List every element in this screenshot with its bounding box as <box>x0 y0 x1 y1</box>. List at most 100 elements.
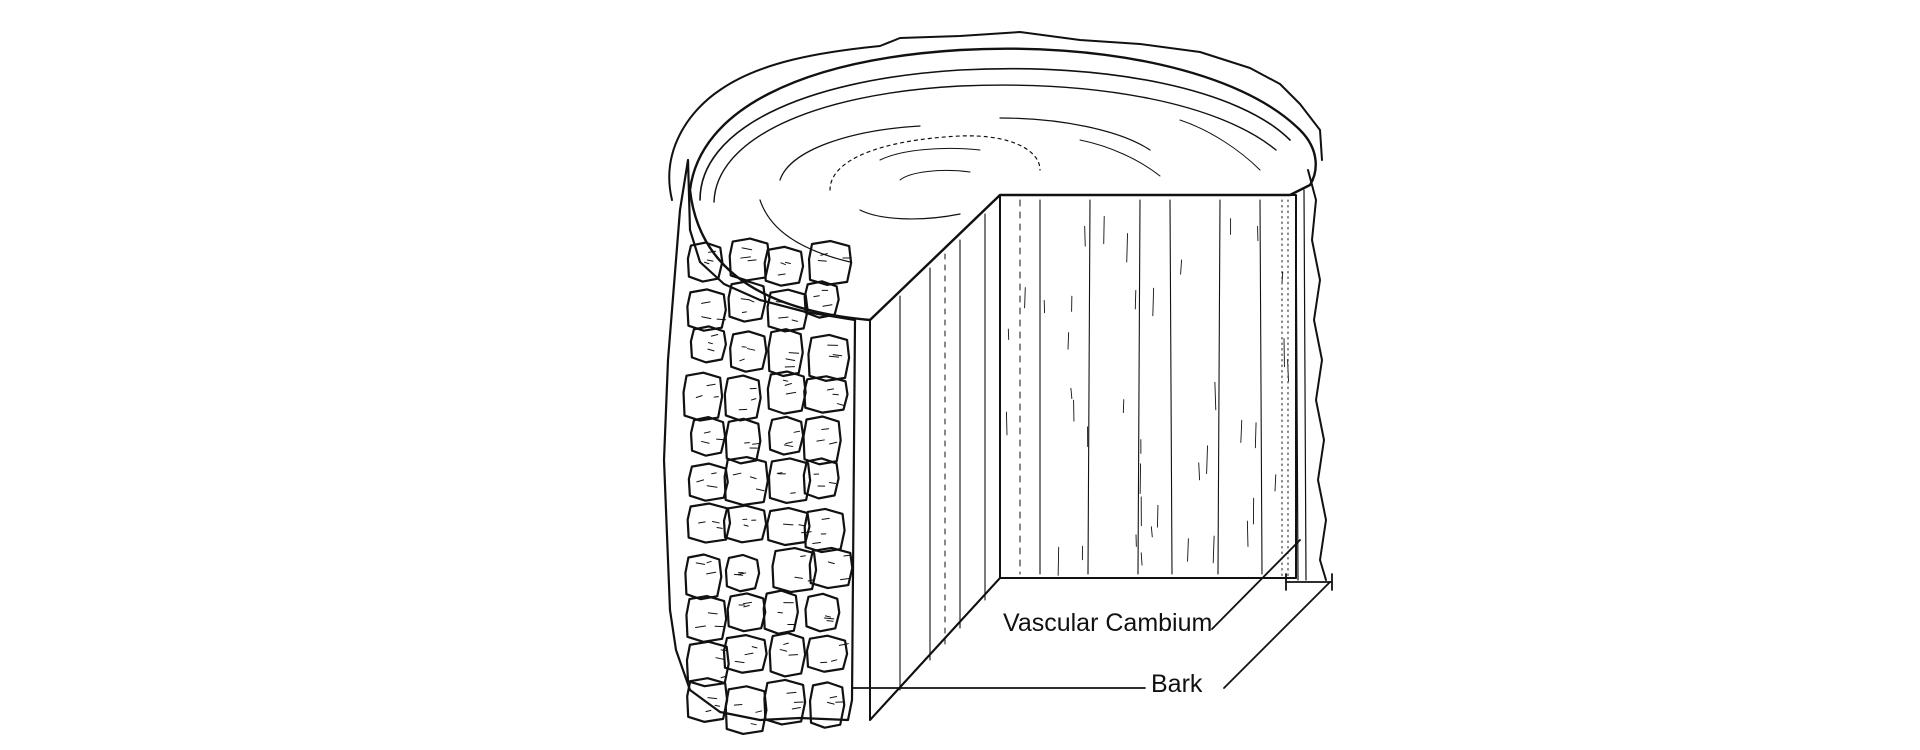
bark-label: Bark <box>1151 670 1203 698</box>
bark-hatch <box>827 561 835 565</box>
bark-hatch <box>711 520 720 524</box>
bark-hatch <box>836 403 845 406</box>
grain-stroke <box>1150 526 1153 538</box>
bark-hatch <box>744 652 754 656</box>
bark-hatch <box>843 554 851 557</box>
bark-hatch <box>791 319 798 322</box>
bark-hatch <box>733 704 743 706</box>
bark-plate <box>726 592 767 633</box>
bark-hatch <box>784 261 791 264</box>
bark-hatch <box>778 316 789 319</box>
bark-plate <box>763 245 805 287</box>
bark-plate-texture <box>682 237 854 736</box>
grain-stroke <box>1187 538 1189 562</box>
grain-stroke <box>1140 552 1143 566</box>
bark-hatch <box>706 560 712 564</box>
bark-hatch <box>785 441 793 445</box>
bark-hatch <box>707 348 715 352</box>
bark-plate <box>807 333 851 382</box>
bark-hatch <box>741 247 753 251</box>
bark-leader-line-diagonal <box>1223 581 1331 689</box>
bark-hatch <box>791 706 801 710</box>
top-cut-face <box>668 31 1323 322</box>
bark-hatch <box>703 261 710 265</box>
bark-hatch <box>823 617 835 620</box>
bark-hatch <box>705 709 712 713</box>
bark-hatch <box>788 352 800 354</box>
bark-hatch <box>734 660 745 664</box>
bark-plate <box>808 546 854 590</box>
bark-hatch <box>706 259 714 262</box>
bark-hatch <box>783 642 789 645</box>
bark-plate <box>763 678 807 726</box>
bark-hatch <box>816 439 825 442</box>
bark-hatch <box>701 316 712 320</box>
bark-hatch <box>779 649 788 652</box>
grain-stroke <box>1281 271 1284 283</box>
bark-exterior <box>662 158 857 736</box>
bark-plate <box>805 634 849 673</box>
grain-stroke <box>1246 520 1249 547</box>
bark-hatch <box>749 476 757 480</box>
wood-grain-texture <box>1006 215 1289 576</box>
bark-hatch <box>714 704 721 707</box>
bark-hatch <box>742 601 752 605</box>
bark-plate <box>771 546 818 594</box>
bark-plate <box>768 631 807 678</box>
bark-hatch <box>822 304 833 307</box>
bark-hatch <box>793 430 801 433</box>
bark-hatch <box>788 654 799 656</box>
grain-stroke <box>1134 290 1137 310</box>
bark-hatch <box>701 301 711 304</box>
bark-hatch <box>821 517 830 520</box>
bark-plate <box>685 594 728 643</box>
bark-plate <box>768 415 805 456</box>
bark-hatch <box>706 383 716 387</box>
bark-hatch <box>698 521 706 524</box>
bark-hatch <box>740 256 751 259</box>
bark-plate <box>802 415 842 466</box>
bark-hatch <box>750 398 757 401</box>
bark-hatch <box>695 562 706 565</box>
bark-hatch <box>695 395 703 399</box>
bark-hatch <box>776 472 783 474</box>
bark-hatch <box>785 358 796 362</box>
bark-hatch <box>716 438 726 441</box>
bark-plate <box>766 506 811 547</box>
bark-hatch <box>832 393 839 396</box>
bark-plate <box>686 288 727 332</box>
bark-plate <box>686 241 724 283</box>
bark-hatch <box>706 485 718 488</box>
bark-hatch <box>826 701 835 705</box>
bark-hatch <box>783 444 794 448</box>
bark-plate <box>727 280 767 323</box>
bark-hatch <box>748 299 755 303</box>
bark-hatch <box>790 492 796 494</box>
bark-plate <box>722 504 768 544</box>
bark-plate <box>766 370 807 415</box>
bark-plate <box>803 507 846 554</box>
cambium-leader-line <box>1211 539 1301 630</box>
bark-hatch <box>826 388 834 391</box>
bark-plate <box>807 239 853 286</box>
bark-plate <box>723 455 769 507</box>
bark-plate <box>684 553 723 601</box>
bark-plate <box>689 325 727 364</box>
bark-hatch <box>780 262 786 266</box>
grain-stroke <box>1212 535 1215 564</box>
bark-hatch <box>755 710 763 713</box>
bark-hatch <box>782 523 794 526</box>
bark-hatch <box>707 342 714 345</box>
bark-hatch <box>703 431 711 434</box>
bark-hatch <box>800 555 806 557</box>
bark-hatch <box>826 620 834 622</box>
bark-plate <box>724 553 761 593</box>
cutaway-wood <box>869 194 1297 721</box>
grain-stroke <box>1180 259 1183 275</box>
bark-hatch <box>707 697 718 700</box>
thickness-bracket <box>1285 573 1333 591</box>
grain-stroke <box>1024 287 1026 309</box>
bark-hatch <box>740 298 750 301</box>
